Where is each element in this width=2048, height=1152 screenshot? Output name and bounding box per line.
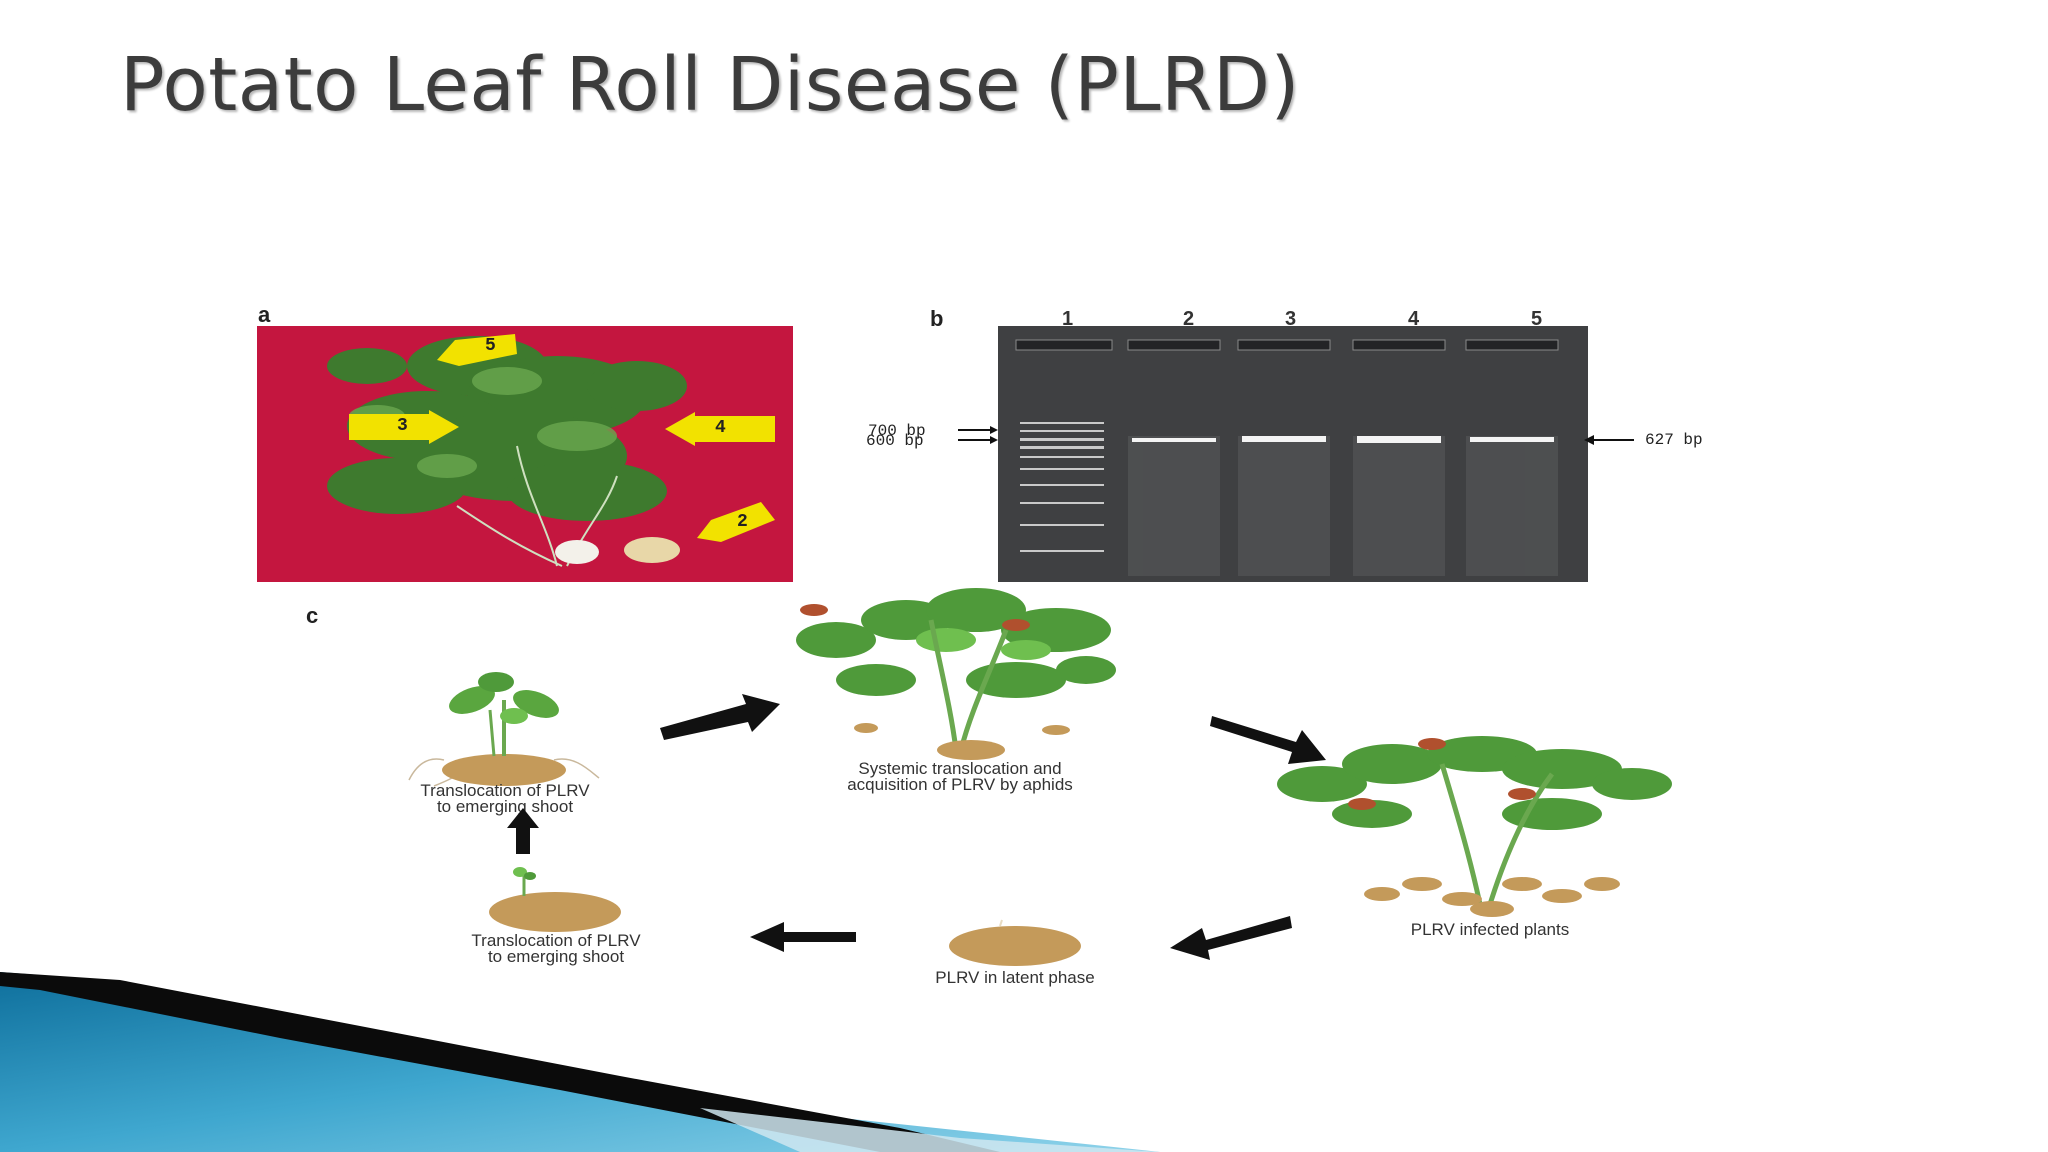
- lane-4-label: 4: [1408, 308, 1420, 330]
- band-627-label: 627 bp: [1645, 431, 1703, 449]
- marker-arrows-icon: [958, 426, 998, 444]
- lane-1-label: 1: [1062, 308, 1074, 330]
- arrow-tag-4: [665, 412, 775, 446]
- cycle-arrow-3-icon: [1170, 916, 1292, 960]
- potato-plant-illustration: [327, 336, 687, 567]
- stage-systemic-label: Systemic translocation and acquisition o…: [847, 759, 1073, 794]
- slide-title: Potato Leaf Roll Disease (PLRD): [120, 42, 1300, 128]
- panel-a-letter: a: [258, 302, 271, 327]
- cycle-arrow-4-icon: [750, 922, 856, 952]
- gel-image: [998, 326, 1588, 582]
- arrow-tag-3-label: 3: [397, 416, 408, 436]
- cycle-arrow-5-icon: [507, 808, 539, 854]
- latent-tuber-illustration: [949, 919, 1081, 966]
- stage-infected-label: PLRV infected plants: [1410, 920, 1570, 939]
- arrow-tag-2-label: 2: [737, 512, 748, 532]
- lane-2-label: 2: [1183, 308, 1195, 330]
- lane-3-label: 3: [1285, 308, 1297, 330]
- arrow-tag-2: [697, 502, 775, 542]
- stage-latent-label: PLRV in latent phase: [935, 968, 1095, 987]
- potato-plant-photo: 5 3 4 2: [257, 326, 793, 582]
- panel-b-letter: b: [930, 306, 944, 331]
- sprouting-tuber-illustration: [489, 867, 621, 932]
- marker-600-label: 600 bp: [866, 432, 924, 450]
- gel-lanes: [998, 326, 1588, 582]
- lane-5-label: 5: [1531, 308, 1543, 330]
- arrow-tag-4-label: 4: [715, 418, 726, 438]
- stage-emerging-bottom-label: Translocation of PLRV to emerging shoot: [471, 931, 641, 966]
- arrow-tag-3: [349, 410, 459, 444]
- arrow-tag-5: [437, 334, 517, 366]
- systemic-plant-illustration: [796, 588, 1116, 760]
- decorative-swoosh: [0, 972, 1160, 1152]
- cycle-arrow-2-icon: [1210, 716, 1326, 764]
- panel-c-letter: c: [306, 603, 319, 628]
- infected-plant-illustration: [1277, 736, 1672, 917]
- cycle-arrow-1-icon: [660, 694, 780, 740]
- stage-emerging-top-label: Translocation of PLRV to emerging shoot: [420, 781, 590, 816]
- emerging-shoot-illustration: [408, 672, 600, 787]
- arrow-tag-5-label: 5: [485, 336, 496, 356]
- marker-700-label: 700 bp: [868, 422, 926, 440]
- band-arrow-icon: [1584, 435, 1634, 445]
